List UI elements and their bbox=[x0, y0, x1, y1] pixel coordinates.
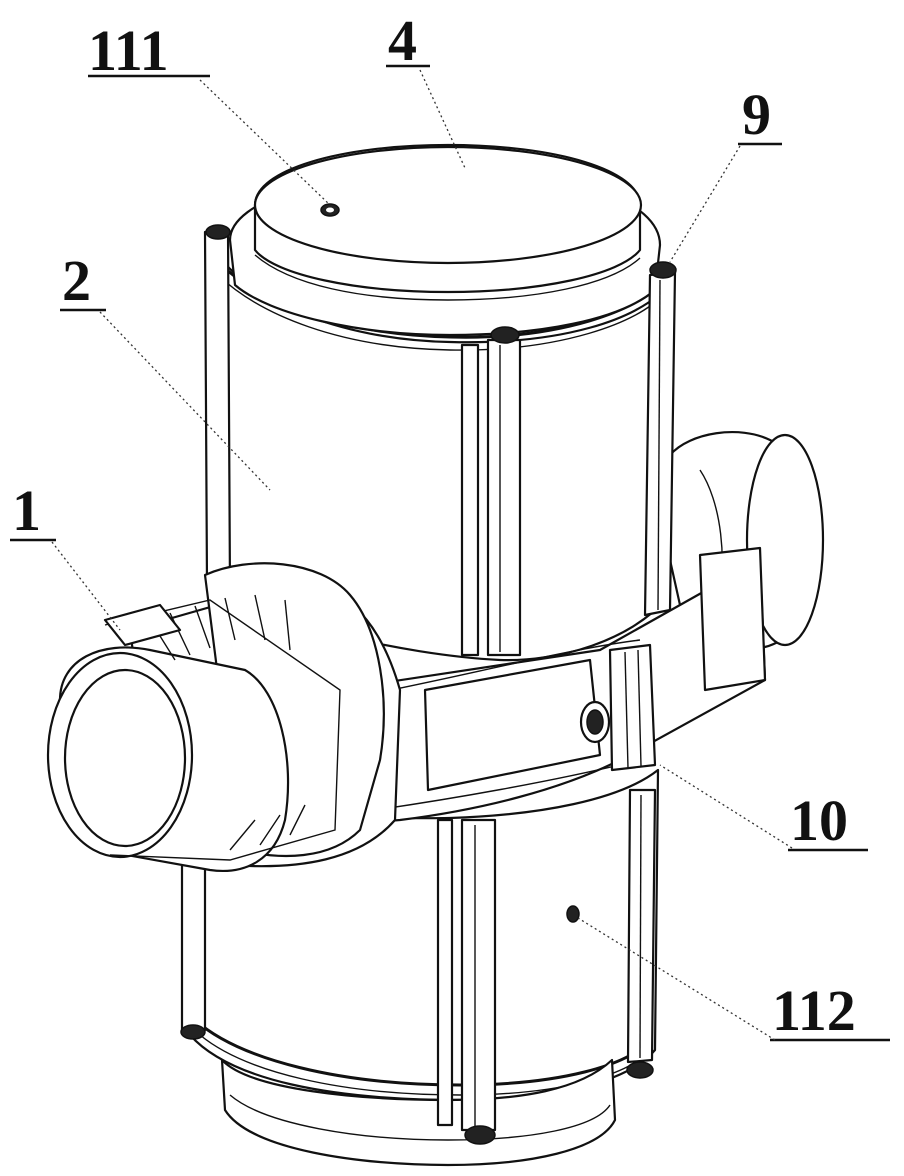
callout-2: 2 bbox=[60, 248, 271, 491]
callout-4: 4 bbox=[386, 8, 466, 169]
callout-label-112: 112 bbox=[772, 978, 856, 1043]
callout-label-4: 4 bbox=[388, 8, 417, 73]
top-cap bbox=[228, 143, 662, 337]
callout-label-2: 2 bbox=[62, 248, 91, 313]
callout-label-10: 10 bbox=[790, 788, 848, 853]
callout-label-111: 111 bbox=[88, 18, 169, 83]
lower-tie-rods bbox=[180, 788, 657, 1145]
side-port-hole bbox=[566, 905, 580, 923]
callout-1: 1 bbox=[10, 478, 121, 631]
bottom-cap bbox=[220, 1058, 617, 1167]
inlet-ribs bbox=[149, 594, 306, 851]
callout-9: 9 bbox=[669, 82, 782, 263]
callout-111: 111 bbox=[88, 18, 331, 206]
callout-112: 112 bbox=[577, 917, 890, 1043]
callout-label-9: 9 bbox=[742, 82, 771, 147]
callout-label-1: 1 bbox=[12, 478, 41, 543]
left-inlet-pipe bbox=[46, 562, 402, 872]
callout-10: 10 bbox=[659, 764, 868, 853]
middle-clamp-band bbox=[333, 546, 767, 827]
